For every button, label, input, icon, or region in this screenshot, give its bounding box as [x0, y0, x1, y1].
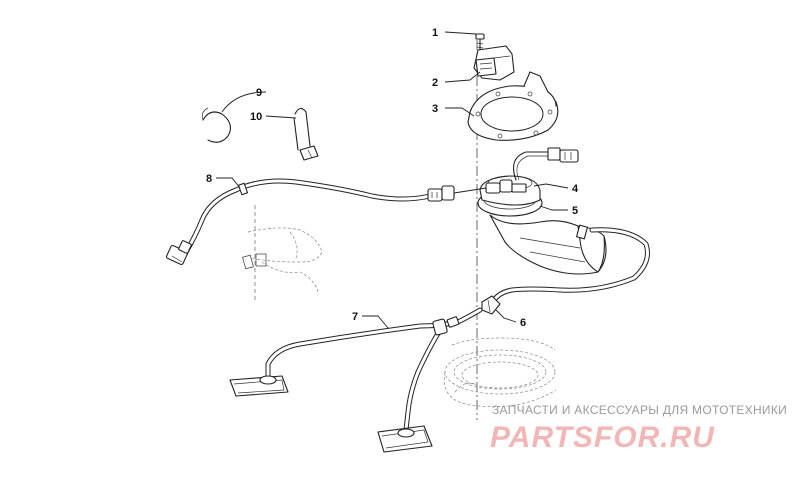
callout-8: 8: [206, 173, 212, 185]
return-hose: [491, 224, 650, 303]
part-7-hose-set: [229, 307, 483, 453]
watermark-tagline: ЗАПЧАСТИ И АКСЕССУАРЫ ДЛЯ МОТОТЕХНИКИ: [492, 403, 788, 417]
part-9-snap-ring: [201, 107, 231, 143]
callout-5: 5: [572, 205, 578, 217]
callout-1: 1: [432, 27, 438, 39]
tank-opening-ghost: [443, 337, 557, 407]
callout-10: 10: [250, 111, 262, 123]
callout-2: 2: [432, 77, 438, 89]
leader-lines: [216, 31, 569, 329]
part-4-5-fuel-pump: [477, 147, 607, 275]
callout-7: 7: [352, 311, 358, 323]
watermark-logo: PARTSFOR.RU: [490, 421, 715, 454]
part-8-fuel-line: [165, 178, 487, 266]
frame-mount-ghost: [242, 205, 323, 300]
part-10-clamp: [293, 107, 319, 161]
callout-9: 9: [256, 87, 262, 99]
part-3-lock-ring: [467, 71, 559, 141]
callout-4: 4: [572, 183, 579, 195]
callout-6: 6: [520, 317, 526, 329]
part-2-connector-cover: [473, 45, 515, 81]
callout-3: 3: [432, 103, 438, 115]
